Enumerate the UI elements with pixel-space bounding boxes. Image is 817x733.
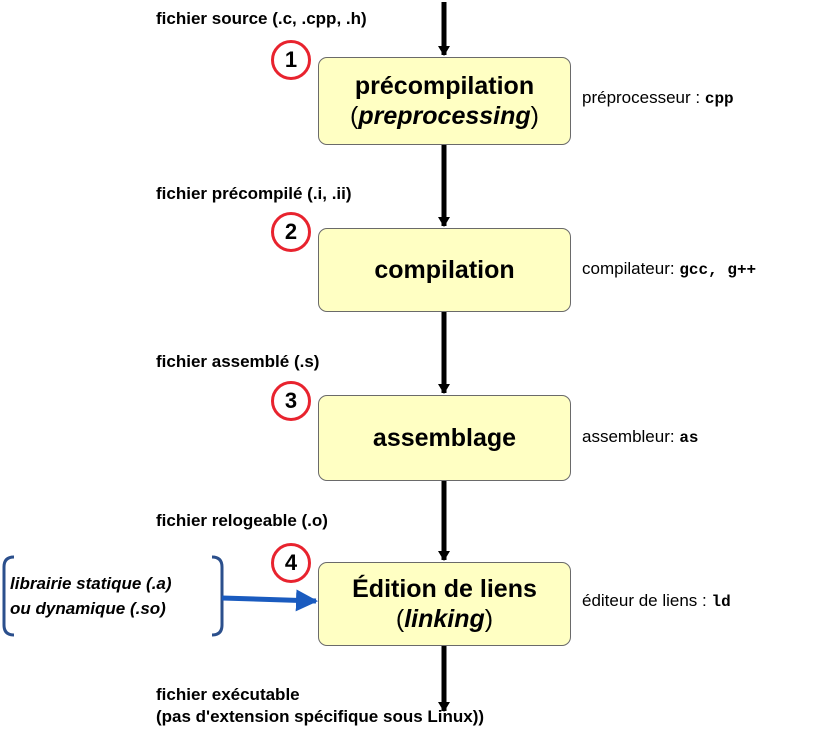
step-box-linking: Édition de liens (linking) — [318, 562, 571, 646]
step-1-subtitle: (preprocessing) — [350, 102, 539, 130]
step-3-tool: assembleur: as — [582, 427, 699, 447]
library-bracket-left — [2, 555, 15, 637]
label-object-file: fichier relogeable (.o) — [156, 511, 328, 530]
label-preprocessed-file: fichier précompilé (.i, .ii) — [156, 184, 352, 203]
step-box-preprocessing: précompilation (preprocessing) — [318, 57, 571, 145]
step-box-assembly: assemblage — [318, 395, 571, 481]
library-bracket-right — [211, 555, 224, 637]
label-source-file: fichier source (.c, .cpp, .h) — [156, 9, 367, 28]
step-1-title: précompilation — [354, 72, 535, 100]
step-4-title: Édition de liens — [352, 575, 537, 603]
step-2-title: compilation — [374, 256, 515, 284]
library-arrow — [221, 589, 318, 612]
step-2-tool: compilateur: gcc, g++ — [582, 259, 757, 279]
step-4-tool: éditeur de liens : ld — [582, 591, 731, 611]
step-4-badge: 4 — [271, 543, 311, 583]
label-executable-file: fichier exécutable — [156, 685, 300, 704]
step-4-subtitle: (linking) — [395, 605, 494, 633]
library-note: librairie statique (.a) ou dynamique (.s… — [10, 571, 222, 621]
label-assembled-file: fichier assemblé (.s) — [156, 352, 320, 371]
step-2-badge: 2 — [271, 212, 311, 252]
step-box-compilation: compilation — [318, 228, 571, 312]
label-executable-note: (pas d'extension spécifique sous Linux)) — [156, 707, 485, 726]
step-3-title: assemblage — [372, 424, 517, 452]
step-3-badge: 3 — [271, 381, 311, 421]
step-1-badge: 1 — [271, 40, 311, 80]
step-1-tool: préprocesseur : cpp — [582, 88, 734, 108]
library-static: librairie statique (.a) — [10, 574, 172, 593]
library-dynamic: ou dynamique (.so) — [10, 599, 166, 618]
